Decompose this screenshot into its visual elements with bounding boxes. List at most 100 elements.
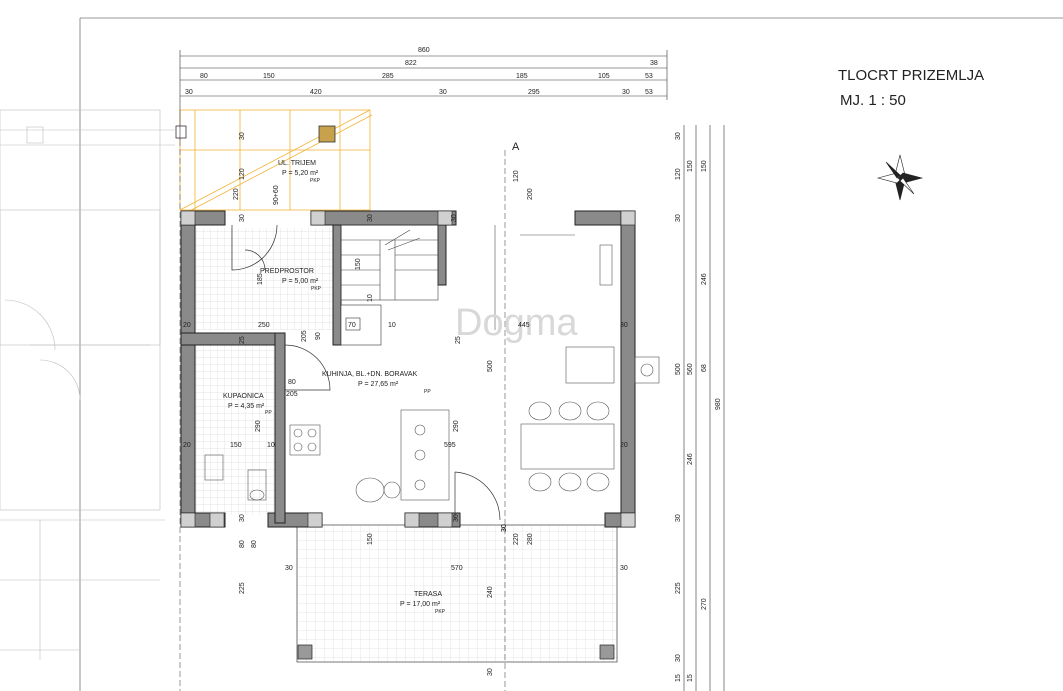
dim-interior: 570 (451, 565, 463, 572)
dim-interior: 30 (453, 514, 460, 522)
dim-interior: 90+60 (273, 185, 280, 205)
room-name-kupaonica: KUPAONICA (223, 393, 264, 400)
dim-interior: 25 (239, 336, 246, 344)
dim-interior: 205 (301, 330, 308, 342)
dim-interior: 30 (239, 132, 246, 140)
dim-interior: 30 (451, 214, 458, 222)
dim-interior: 30 (239, 214, 246, 222)
room-name-kuhinja: KUHINJA, BL.+DN. BORAVAK (322, 371, 418, 378)
dim-interior: 200 (527, 188, 534, 200)
top-dimensions: 860 822 38 80 150 285 185 105 53 30 420 … (185, 47, 658, 96)
dim-interior: 80 (239, 540, 246, 548)
dim-interior: 595 (444, 442, 456, 449)
dim-right: 15 (687, 674, 694, 682)
dim-top: 420 (310, 89, 322, 96)
dim-right: 246 (701, 273, 708, 285)
dim-top: 285 (382, 73, 394, 80)
dim-top: 295 (528, 89, 540, 96)
dim-top: 30 (439, 89, 447, 96)
door-swings (231, 224, 501, 521)
dim-interior: 70 (348, 322, 356, 329)
dim-interior: 30 (239, 514, 246, 522)
dim-interior: 185 (257, 273, 264, 285)
dim-top: 105 (598, 73, 610, 80)
room-tag-predprostor: PKP (311, 286, 322, 292)
dim-interior: 20 (183, 442, 191, 449)
room-name-trijem: UL. TRIJEM (278, 160, 316, 167)
dim-right: 270 (701, 598, 708, 610)
dim-top: 53 (645, 89, 653, 96)
dim-top: 30 (185, 89, 193, 96)
dim-interior: 290 (453, 420, 460, 432)
room-tag-kupaonica: PP (265, 410, 272, 416)
dim-top: 185 (516, 73, 528, 80)
right-dimension-lines (683, 125, 725, 691)
dim-interior: 30 (285, 565, 293, 572)
dim-right: 150 (701, 160, 708, 172)
dim-interior: 20 (183, 322, 191, 329)
staircase (340, 224, 439, 346)
dim-interior: 500 (487, 360, 494, 372)
dim-interior: 30 (501, 524, 508, 532)
neighbour-building (0, 109, 175, 660)
interior-dimensions: 30 120 220 90+60 30 30 120 200 185 150 1… (183, 132, 628, 676)
watermark: Dogma (455, 302, 578, 344)
room-name-predprostor: PREDPROSTOR (260, 268, 314, 275)
compass-rose-icon (876, 154, 924, 201)
dim-right: 30 (675, 214, 682, 222)
dim-interior: 30 (487, 668, 494, 676)
dim-interior: 290 (255, 420, 262, 432)
dim-interior: 30 (620, 322, 628, 329)
dim-interior: 220 (233, 188, 240, 200)
room-area-terasa: P = 17,00 m² (400, 601, 441, 608)
dim-interior: 10 (267, 442, 275, 449)
furniture (204, 225, 660, 503)
room-tag-kuhinja: PP (424, 389, 431, 395)
dim-right: 15 (675, 674, 682, 682)
dim-right: 225 (675, 582, 682, 594)
dim-right: 980 (715, 398, 722, 410)
dim-right: 120 (675, 168, 682, 180)
right-dimensions: 30 120 30 500 30 225 30 15 150 246 68 24… (675, 132, 722, 682)
wall-corner-hatch (180, 210, 636, 528)
section-marker: A (512, 141, 520, 153)
dim-right: 30 (675, 514, 682, 522)
dim-interior: 250 (258, 322, 270, 329)
dim-interior: 225 (239, 582, 246, 594)
terrace-posts (297, 644, 615, 660)
room-area-trijem: P = 5,20 m² (282, 170, 319, 177)
dim-interior: 220 (513, 533, 520, 545)
dim-interior: 205 (286, 391, 298, 398)
dim-right: 500 (675, 363, 682, 375)
section-line (179, 140, 506, 691)
dim-right: 30 (675, 132, 682, 140)
room-name-terasa: TERASA (414, 591, 442, 598)
dim-top: 30 (622, 89, 630, 96)
room-tag-trijem: PKP (310, 178, 321, 184)
dim-interior: 80 (251, 540, 258, 548)
room-area-kupaonica: P = 4,35 m² (228, 403, 265, 410)
drawing-title: TLOCRT PRIZEMLJA (838, 67, 984, 84)
dim-top: 860 (418, 47, 430, 54)
dim-right: 150 (687, 160, 694, 172)
dim-top: 53 (645, 73, 653, 80)
dim-interior: 10 (388, 322, 396, 329)
dim-top: 38 (650, 60, 658, 67)
dim-interior: 30 (620, 565, 628, 572)
dim-interior: 90 (315, 332, 322, 340)
dim-right: 560 (687, 363, 694, 375)
floor-tiling (195, 228, 618, 663)
dim-interior: 150 (355, 258, 362, 270)
dim-interior: 150 (367, 533, 374, 545)
dim-top: 150 (263, 73, 275, 80)
dim-interior: 120 (513, 170, 520, 182)
dim-interior: 20 (620, 442, 628, 449)
dim-interior: 240 (487, 586, 494, 598)
dim-interior: 30 (501, 524, 508, 532)
dim-interior: 445 (518, 322, 530, 329)
dim-interior: 80 (288, 379, 296, 386)
dim-interior: 10 (367, 294, 374, 302)
dim-interior: 30 (367, 214, 374, 222)
dim-interior: 25 (455, 336, 462, 344)
